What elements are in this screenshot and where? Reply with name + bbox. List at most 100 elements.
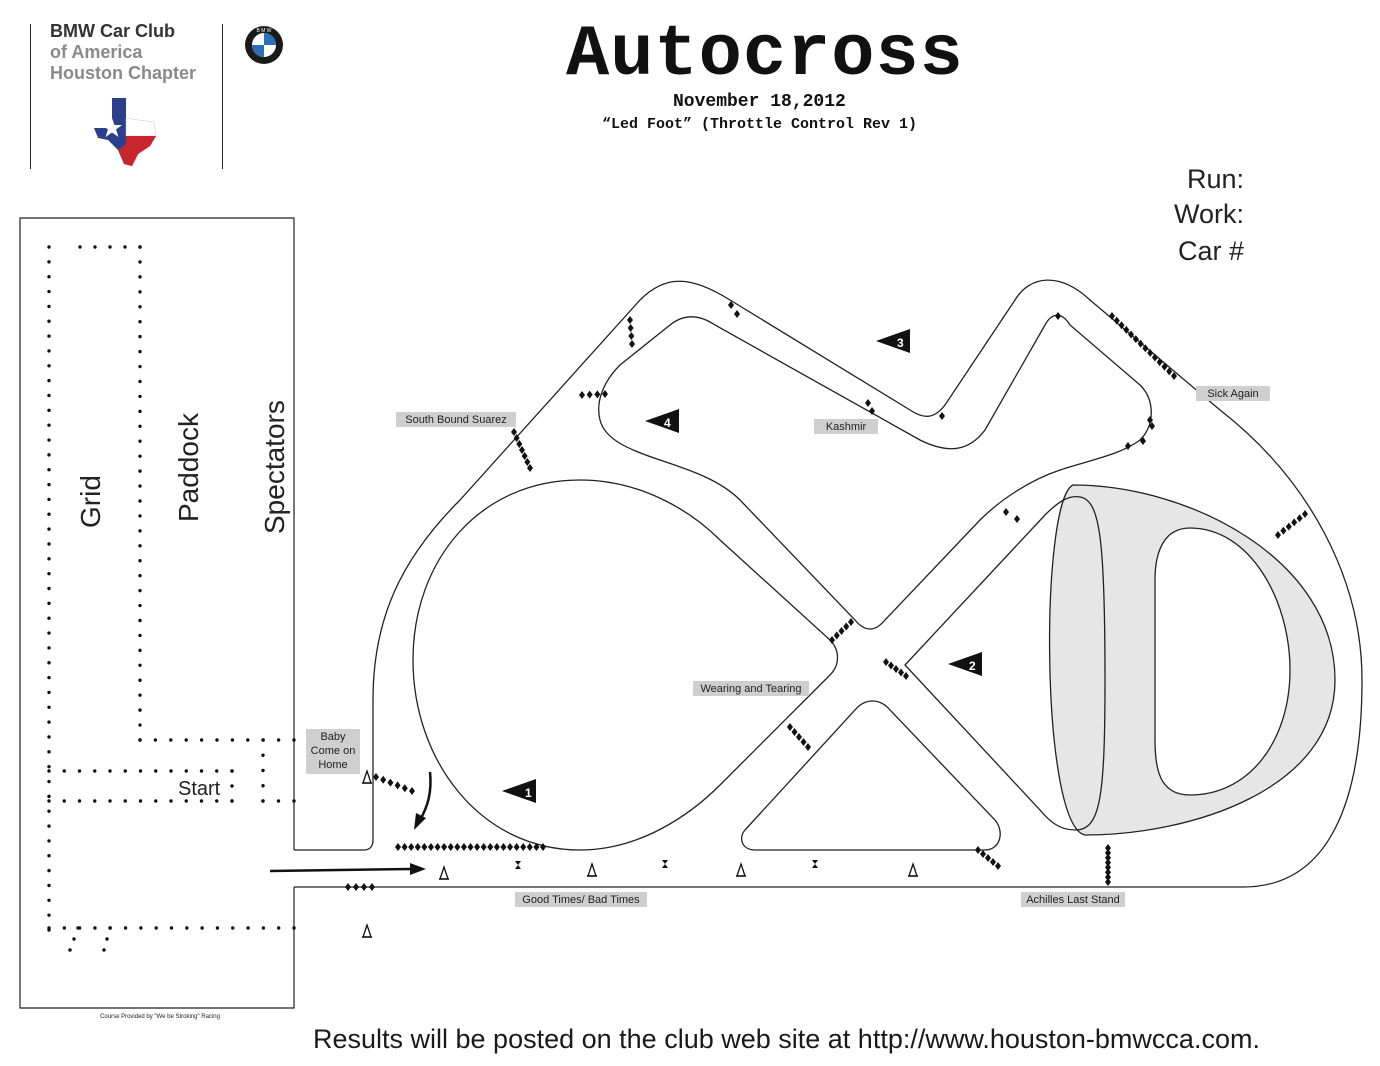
cone-icon (500, 843, 507, 851)
club-name-line2: of America (50, 42, 143, 62)
paddock-label: Paddock (173, 412, 204, 522)
lane-dot (123, 799, 127, 803)
cone-icon (441, 843, 448, 851)
section-tag-kashmir: Kashmir (814, 419, 878, 434)
lane-dot (138, 245, 142, 249)
lane-dot (138, 439, 142, 443)
lane-dot (47, 542, 51, 546)
lane-dot (292, 738, 296, 742)
cone-icon (345, 883, 351, 891)
lane-dot (215, 799, 219, 803)
cone-icon (1285, 522, 1292, 531)
lane-dot (76, 926, 80, 930)
lane-dot (230, 784, 234, 788)
cone-icon (888, 661, 894, 670)
cone-icon (373, 773, 379, 781)
station-number: 4 (664, 416, 671, 430)
lane-dot (138, 305, 142, 309)
cone-icon (800, 738, 807, 746)
lane-dot (154, 799, 158, 803)
cone-icon (1280, 526, 1287, 535)
bmw-roundel-icon: B M W (245, 26, 283, 64)
cone-icon (434, 843, 441, 851)
cone-icon (474, 843, 481, 851)
cone-icon (848, 618, 854, 626)
spectators-label: Spectators (259, 400, 290, 534)
lane-dot (138, 648, 142, 653)
svg-text:South Bound Suarez: South Bound Suarez (405, 414, 507, 426)
section-tag-south-bound-suarez: South Bound Suarez (396, 412, 516, 427)
triangle-island-edge (741, 700, 1001, 851)
lane-dot (47, 705, 51, 709)
lane-dot (138, 349, 142, 354)
lane-dot (47, 735, 51, 739)
infield-shaded-area (1048, 484, 1336, 836)
lane-dot (47, 497, 51, 502)
svg-text:Sick Again: Sick Again (1207, 388, 1258, 400)
lane-dot (138, 364, 142, 369)
lane-dot (47, 809, 51, 813)
cone-icon (387, 778, 394, 787)
section-tag-baby-come-on-home: Baby Come on Home (306, 729, 360, 774)
paddock-boundary (19, 217, 295, 1009)
lane-dot (47, 839, 51, 843)
lane-dot (154, 926, 158, 930)
lane-dot (47, 601, 51, 606)
lane-dot (138, 290, 142, 294)
lane-dot (138, 514, 142, 518)
lane-dot (138, 454, 142, 458)
upper-island-edge (598, 314, 1152, 630)
cone-icon (414, 843, 421, 851)
cone-icon (838, 627, 845, 635)
cone-icon (1291, 518, 1298, 527)
lane-dot (138, 769, 143, 773)
lane-dot (47, 453, 51, 457)
lane-dot (47, 319, 51, 323)
lane-dot (47, 926, 51, 930)
lane-dot (62, 926, 67, 930)
cone-icon (893, 665, 899, 673)
cone-icon (1014, 515, 1020, 523)
lane-dot (47, 631, 51, 635)
lane-dot (108, 769, 112, 773)
results-notice: Results will be posted on the club web s… (313, 1024, 1260, 1054)
lane-dot (138, 409, 142, 414)
lane-dot (138, 633, 142, 638)
cone-icon (833, 631, 840, 640)
lane-dot (215, 738, 219, 742)
lane-dot (276, 926, 281, 930)
lane-dot (138, 544, 142, 548)
lane-dot (169, 769, 173, 773)
lane-dot (47, 616, 51, 620)
right-island-edge (904, 495, 1106, 831)
cone-icon (467, 843, 474, 851)
pointer-cone-icon (361, 770, 373, 784)
lane-dot (47, 482, 51, 487)
cone-icon (1055, 312, 1061, 320)
lane-dot (47, 661, 51, 665)
lane-dot (47, 274, 51, 279)
cone-icon (513, 843, 520, 851)
section-tag-wearing-and-tearing: Wearing and Tearing (693, 681, 809, 696)
event-date: November 18,2012 (673, 92, 846, 112)
lane-dot (138, 334, 142, 339)
lane-dot (276, 799, 281, 803)
lane-dot (138, 394, 142, 399)
section-tag-good-times-bad-times: Good Times/ Bad Times (515, 892, 647, 907)
lane-dot (169, 738, 173, 742)
lane-dot (68, 948, 72, 952)
lane-dot (47, 868, 51, 873)
cone-icon (1302, 510, 1308, 518)
cone-icon (1109, 312, 1115, 320)
run-label: Run: (1186, 164, 1244, 194)
lane-dot (77, 769, 82, 773)
lane-dot (230, 738, 235, 742)
cone-icon (460, 843, 467, 851)
cone-icon (628, 332, 635, 340)
lane-dot (261, 738, 265, 742)
cone-icon (629, 340, 635, 348)
cone-icon (1156, 358, 1163, 367)
lane-dot (47, 824, 51, 828)
lane-dot (108, 799, 112, 803)
cone-icon (579, 391, 585, 399)
